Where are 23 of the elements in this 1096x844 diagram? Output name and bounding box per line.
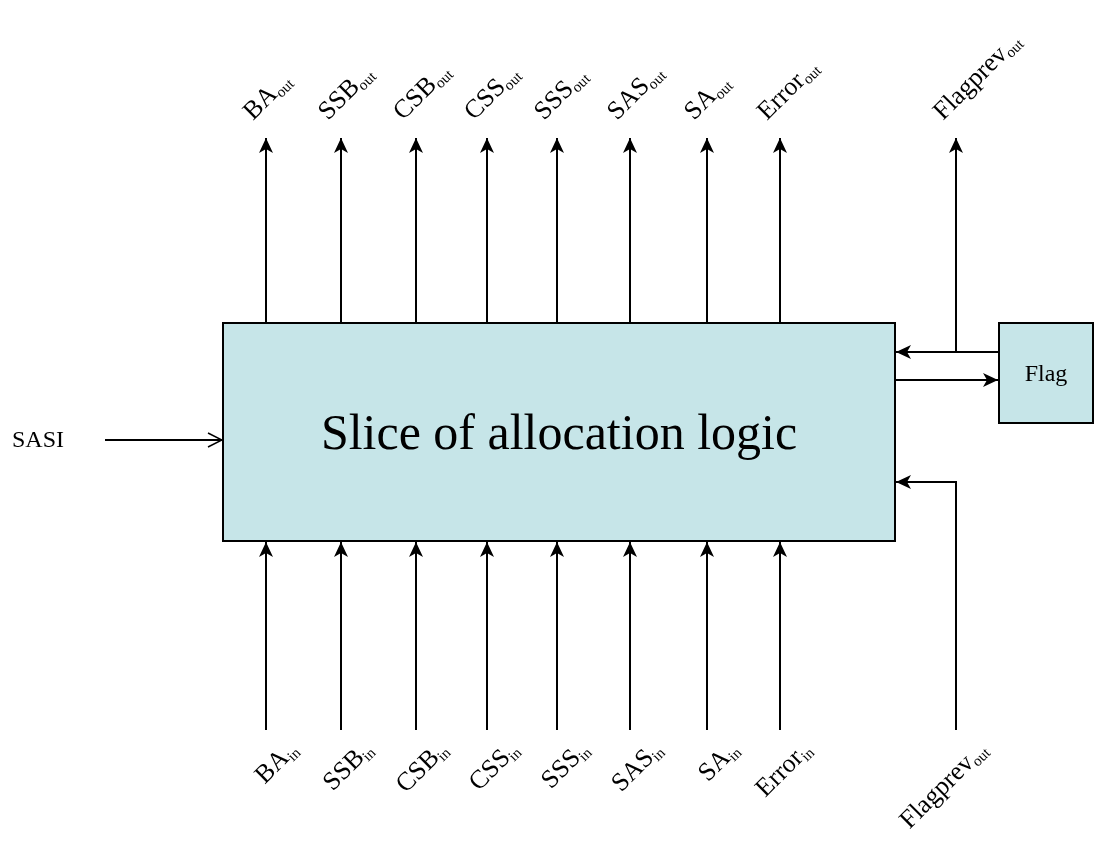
arrow: [334, 137, 348, 323]
process-box: Slice of allocation logic: [222, 322, 896, 542]
arrow: [895, 373, 999, 387]
arrow: [409, 541, 423, 731]
arrow: [550, 541, 564, 731]
arrow: [480, 541, 494, 731]
signal-label: SASI: [12, 426, 65, 453]
arrow: [949, 137, 999, 353]
arrow: [623, 541, 637, 731]
arrow: [895, 475, 957, 731]
arrow: [623, 137, 637, 323]
arrow: [773, 541, 787, 731]
process-box: Flag: [998, 322, 1094, 424]
arrow: [700, 137, 714, 323]
arrow: [104, 432, 223, 448]
arrow: [334, 541, 348, 731]
arrow: [550, 137, 564, 323]
arrow: [259, 541, 273, 731]
arrow: [773, 137, 787, 323]
arrow: [259, 137, 273, 323]
arrow: [480, 137, 494, 323]
arrow: [700, 541, 714, 731]
arrow: [409, 137, 423, 323]
